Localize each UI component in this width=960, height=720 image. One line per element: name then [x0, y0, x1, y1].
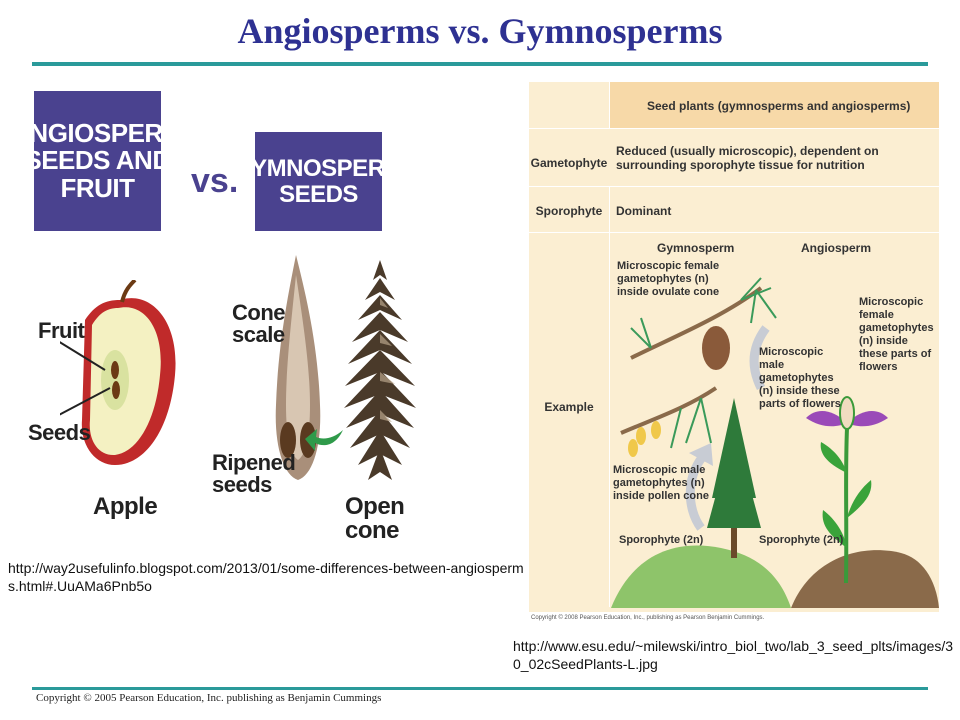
- gametophyte-row-label: Gametophyte: [530, 156, 608, 170]
- top-divider: [32, 62, 928, 66]
- seeds-label: Seeds: [28, 420, 91, 445]
- right-figure-source-url: http://www.esu.edu/~milewski/intro_biol_…: [513, 638, 954, 672]
- gametophyte-row-text: Reduced (usually microscopic), dependent…: [616, 144, 879, 172]
- angiosperm-heading-box: ANGIOSPERM SEEDS AND FRUIT: [11, 91, 184, 231]
- example-row-label: Example: [544, 400, 594, 414]
- sporophyte-row: [529, 186, 939, 233]
- table-column-divider: [609, 82, 610, 607]
- gymno-female-gametophyte-label: Microscopic female gametophytes (n) insi…: [617, 260, 720, 298]
- angio-male-gametophyte-label: Microscopic male gametophytes (n) inside…: [759, 346, 841, 410]
- bottom-divider: [32, 687, 928, 690]
- angio-sporophyte-label: Sporophyte (2n): [759, 534, 844, 546]
- apple-illustration: [60, 280, 176, 465]
- sporophyte-row-label: Sporophyte: [535, 204, 603, 218]
- seed-plant-example-illustration: [611, 277, 939, 608]
- gymno-sporophyte-label: Sporophyte (2n): [619, 534, 704, 546]
- table-header-cell: [610, 82, 939, 128]
- fruit-label: Fruit: [38, 318, 85, 343]
- gymnosperm-heading-box: GYMNOSPERM SEEDS: [233, 132, 405, 231]
- gametophyte-row: [529, 128, 939, 187]
- open-pine-cone-illustration: [344, 260, 416, 480]
- ripened-seeds-label: Ripened seeds: [212, 450, 296, 497]
- sporophyte-row-text: Dominant: [616, 204, 672, 218]
- vs-label: vs.: [191, 162, 239, 200]
- figure-copyright: Copyright © 2008 Pearson Education, Inc.…: [531, 615, 765, 621]
- angiosperm-heading: Angiosperm: [801, 241, 872, 255]
- table-header-text: Seed plants (gymnosperms and angiosperms…: [647, 99, 911, 113]
- seed-plants-table-figure: Seed plants (gymnosperms and angiosperms…: [529, 82, 939, 621]
- gymnosperm-heading: Gymnosperm: [657, 241, 735, 255]
- open-cone-label: Open cone: [345, 493, 405, 544]
- cone-scale-label: Cone scale: [232, 300, 286, 347]
- slide-footer-copyright: Copyright © 2005 Pearson Education, Inc.…: [36, 692, 382, 704]
- apple-label: Apple: [93, 493, 158, 520]
- left-figure-source-url: http://way2usefulinfo.blogspot.com/2013/…: [8, 560, 524, 594]
- angio-female-gametophyte-label: Microscopic female gametophytes (n) insi…: [859, 296, 934, 373]
- angio-gymno-seed-figure: ANGIOSPERM SEEDS AND FRUIT vs. GYMNOSPER…: [0, 80, 430, 544]
- cone-scale-illustration: [275, 255, 321, 480]
- gymno-male-gametophyte-label: Microscopic male gametophytes (n) inside…: [613, 464, 709, 502]
- green-arrow-icon: [305, 429, 343, 451]
- example-row: [529, 232, 939, 611]
- slide-title: Angiosperms vs. Gymnosperms: [237, 11, 723, 51]
